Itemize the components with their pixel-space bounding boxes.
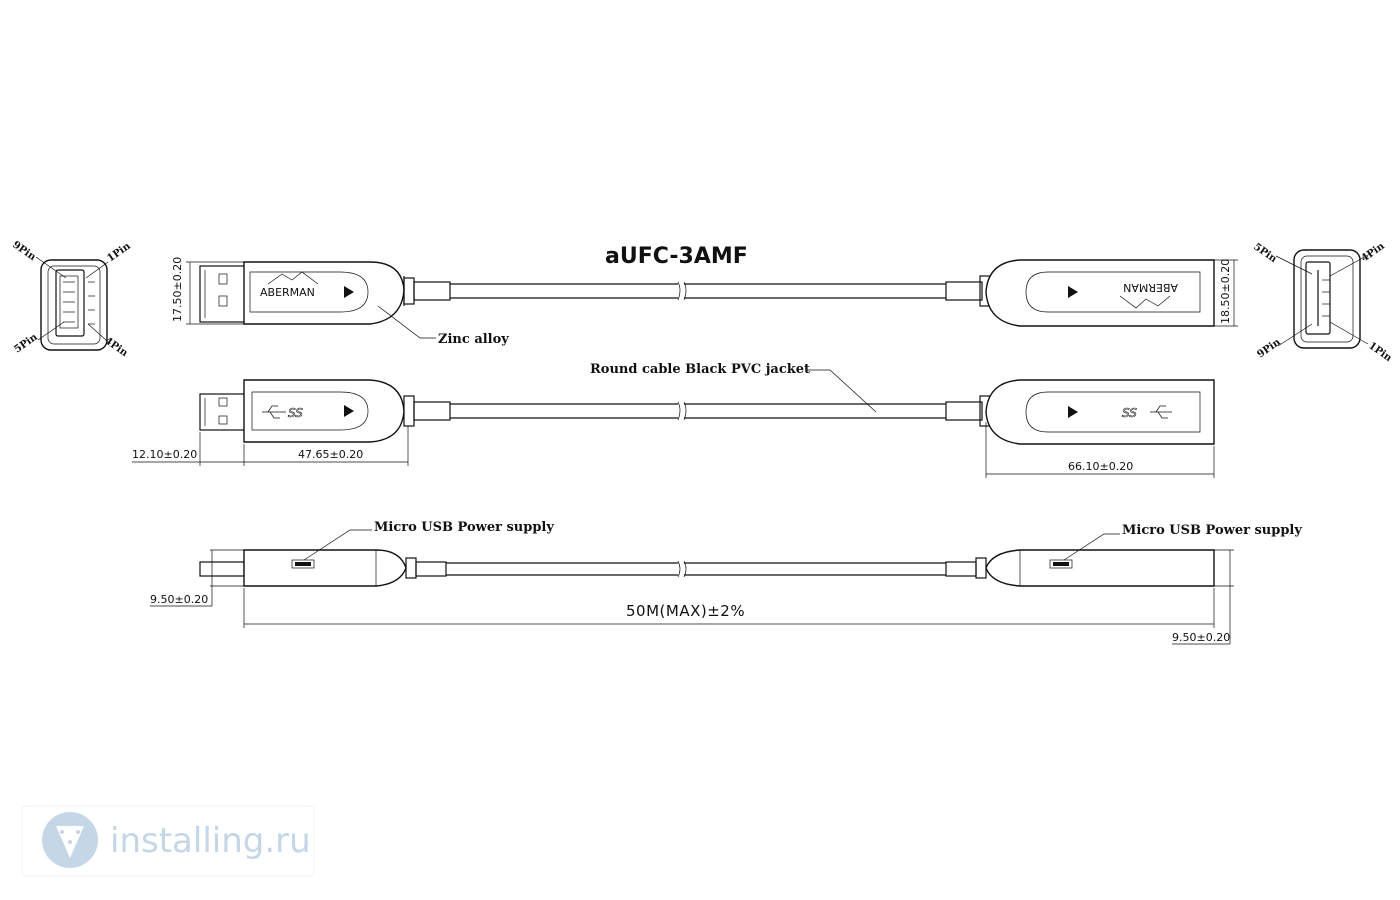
brand-logo-left: ABERMAN	[260, 271, 319, 299]
dim-male-body-length: 47.65±0.20	[298, 448, 363, 461]
pin-label-1-right: 1Pin	[1366, 340, 1394, 364]
left-end-view	[35, 256, 109, 351]
svg-text:ABERMAN: ABERMAN	[1123, 281, 1178, 294]
dim-height-right: 18.50±0.20	[1219, 259, 1232, 324]
dim-height-left: 17.50±0.20	[171, 257, 184, 322]
watermark-text: installing.ru	[110, 821, 311, 861]
right-end-view	[1275, 249, 1371, 349]
side-view	[132, 369, 1215, 478]
dim-plug-length: 12.10±0.20	[132, 448, 197, 461]
watermark: installing.ru	[21, 805, 315, 877]
thickness-view	[150, 529, 1234, 645]
pvc-jacket-label: Round cable Black PVC jacket	[590, 362, 810, 377]
dim-thickness-right: 9.50±0.20	[1172, 631, 1230, 644]
top-view	[186, 259, 1238, 339]
micro-usb-label-left: Micro USB Power supply	[374, 520, 554, 535]
micro-usb-label-right: Micro USB Power supply	[1122, 523, 1302, 538]
brand-logo-right: ABERMAN	[1119, 281, 1178, 309]
pin-label-5-right: 5Pin	[1251, 241, 1279, 265]
dim-total-length: 50M(MAX)±2%	[626, 602, 745, 620]
drawing-title: aUFC-3AMF	[605, 244, 748, 269]
pin-label-9-left: 9Pin	[10, 239, 38, 263]
pin-label-5-left: 5Pin	[12, 331, 40, 355]
svg-text:ABERMAN: ABERMAN	[260, 286, 315, 299]
pin-label-4-right: 4Pin	[1359, 240, 1387, 264]
superspeed-icon-right: SS	[1122, 406, 1137, 420]
pin-label-4-left: 4Pin	[102, 335, 130, 359]
dim-thickness-left: 9.50±0.20	[150, 593, 208, 606]
dim-female-body-length: 66.10±0.20	[1068, 460, 1133, 473]
superspeed-icon-left: SS	[288, 406, 303, 420]
zinc-alloy-label: Zinc alloy	[438, 332, 509, 347]
pin-label-1-left: 1Pin	[105, 240, 133, 264]
pin-label-9-right: 9Pin	[1255, 336, 1283, 360]
